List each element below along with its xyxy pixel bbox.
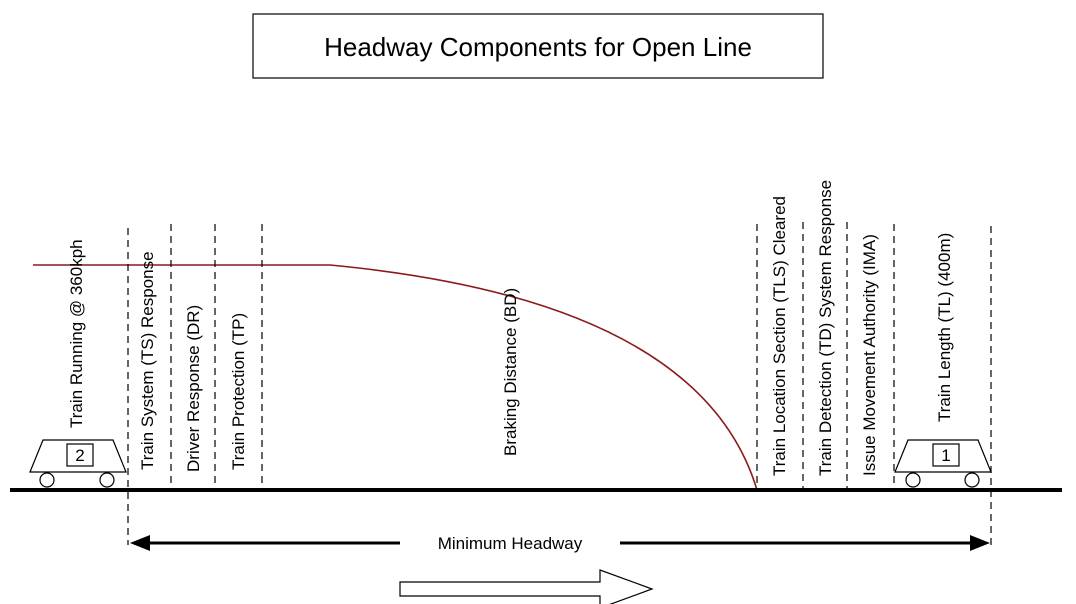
- train-rear-number-box: [66, 443, 94, 467]
- label-train-protection: Train Protection (TP): [229, 313, 248, 470]
- title-frame: [252, 13, 824, 79]
- train-rear-wheel-left: [39, 472, 55, 488]
- label-driver-response: Driver Response (DR): [184, 305, 203, 472]
- label-ima: Issue Movement Authority (IMA): [860, 234, 879, 476]
- title-box: Headway Components for Open Line: [252, 13, 824, 79]
- train-front-wheel-left: [905, 472, 921, 488]
- speed-profile-curve: [33, 264, 758, 491]
- train-rear-number: 2: [75, 446, 84, 465]
- headway-arrowhead-right: [970, 535, 990, 551]
- train-rear: 2: [29, 439, 127, 488]
- label-braking-distance: Braking Distance (BD): [501, 288, 520, 456]
- right-arrow-outline-icon: [399, 569, 654, 604]
- train-rear-wheel-right: [99, 472, 115, 488]
- label-train-running: Train Running @ 360kph: [67, 239, 86, 428]
- train-front: 1: [894, 439, 992, 488]
- minimum-headway-label: Minimum Headway: [438, 534, 583, 553]
- label-td-response: Train Detection (TD) System Response: [816, 180, 835, 476]
- component-labels: Train Running @ 360kph Train System (TS)…: [67, 180, 954, 476]
- headway-arrowhead-left: [130, 535, 150, 551]
- diagram-title: Headway Components for Open Line: [324, 32, 752, 62]
- label-tls-cleared: Train Location Section (TLS) Cleared: [770, 196, 789, 476]
- train-front-wheel-right: [964, 472, 980, 488]
- label-ts-response: Train System (TS) Response: [138, 251, 157, 470]
- train-front-number: 1: [941, 446, 950, 465]
- minimum-headway-dimension: Minimum Headway: [130, 534, 990, 553]
- label-train-length: Train Length (TL) (400m): [935, 233, 954, 422]
- train-front-number-box: [932, 443, 960, 467]
